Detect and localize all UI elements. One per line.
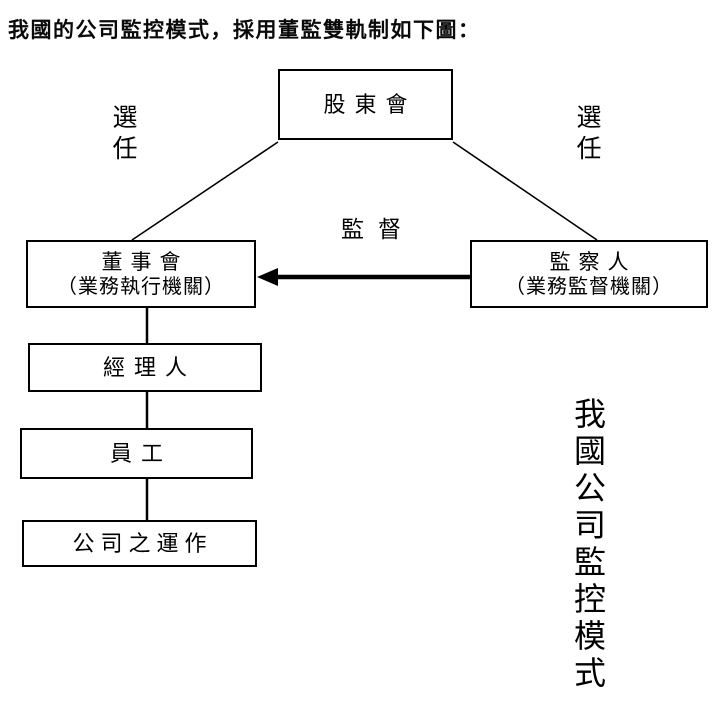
managers-box: 經理人 — [28, 343, 262, 392]
shareholders-box: 股東會 — [278, 69, 453, 140]
shareholders-label: 股東會 — [323, 91, 417, 117]
board-sublabel: （業務執行機關） — [57, 276, 225, 299]
operations-label: 公司之運作 — [72, 530, 213, 556]
appoint-left-line — [131, 141, 279, 241]
supervisors-box: 監察人 （業務監督機關） — [470, 240, 708, 308]
side-caption: 我國公司監控模式 — [570, 397, 606, 693]
employees-label: 員工 — [109, 440, 172, 466]
supervisors-sublabel: （業務監督機關） — [505, 276, 673, 299]
employees-box: 員工 — [20, 428, 253, 479]
operations-box: 公司之運作 — [22, 520, 257, 567]
appointment-label-left: 選任 — [109, 104, 136, 166]
supervision-arrowhead-icon — [257, 268, 278, 286]
board-label: 董事會 — [101, 249, 189, 274]
supervisors-label: 監察人 — [549, 249, 637, 274]
managers-label: 經理人 — [102, 354, 196, 380]
board-box: 董事會 （業務執行機關） — [26, 240, 256, 308]
appointment-label-right: 選任 — [573, 104, 600, 166]
page-title: 我國的公司監控模式，採用董監雙軌制如下圖： — [8, 19, 481, 42]
supervision-label: 監督 — [341, 217, 415, 242]
